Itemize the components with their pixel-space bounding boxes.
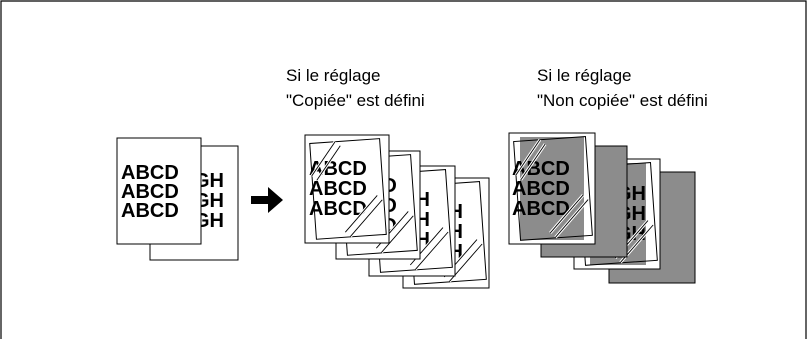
caption-not-copied: Si le réglage "Non copiée" est défini <box>537 63 708 113</box>
overlay-slash <box>350 199 383 237</box>
not-copied-group: GH GH GH ABCD ABCD ABCD <box>508 132 696 284</box>
copied-group: GH GH GH GH GH GH ABCD ABCD ABCD <box>304 134 490 289</box>
page-text-front: ABCD <box>121 162 179 184</box>
page-text-front: ABCD <box>512 158 570 180</box>
page-text-front: ABCD <box>512 178 570 200</box>
page-text-front: ABCD <box>121 200 179 222</box>
overlay-slash <box>515 139 541 176</box>
not-copied-front-page-1: ABCD ABCD ABCD <box>508 132 596 245</box>
caption-not-copied-line2: "Non copiée" est défini <box>537 91 708 110</box>
page-text-front: ABCD <box>309 198 367 220</box>
overlay-slash <box>381 215 414 253</box>
copied-front-page-1: ABCD ABCD ABCD <box>304 134 390 244</box>
page-text-front: ABCD <box>121 181 179 203</box>
overlay-slash <box>549 194 584 234</box>
overlay-slash <box>555 199 589 238</box>
not-copied-overlay-1 <box>513 136 593 241</box>
page-text-front: ABCD <box>512 198 570 220</box>
original-front-page: ABCD ABCD ABCD <box>116 137 202 245</box>
overlay-slash <box>344 195 378 233</box>
page-text-front: ABCD <box>309 158 367 180</box>
copied-overlay-1 <box>309 138 387 240</box>
page-text-front: ABCD <box>309 178 367 200</box>
caption-copied-line2: "Copiée" est défini <box>286 91 425 110</box>
caption-copied-line1: Si le réglage <box>286 66 381 85</box>
original-group: GH GH GH ABCD ABCD ABCD <box>116 137 239 261</box>
caption-copied: Si le réglage "Copiée" est défini <box>286 63 425 113</box>
overlay-slash <box>415 231 449 270</box>
caption-not-copied-line1: Si le réglage <box>537 66 632 85</box>
overlay-slash <box>316 145 341 181</box>
overlay-slash <box>520 143 546 180</box>
right-arrow-icon <box>251 187 283 213</box>
overlay-slash <box>311 141 336 177</box>
